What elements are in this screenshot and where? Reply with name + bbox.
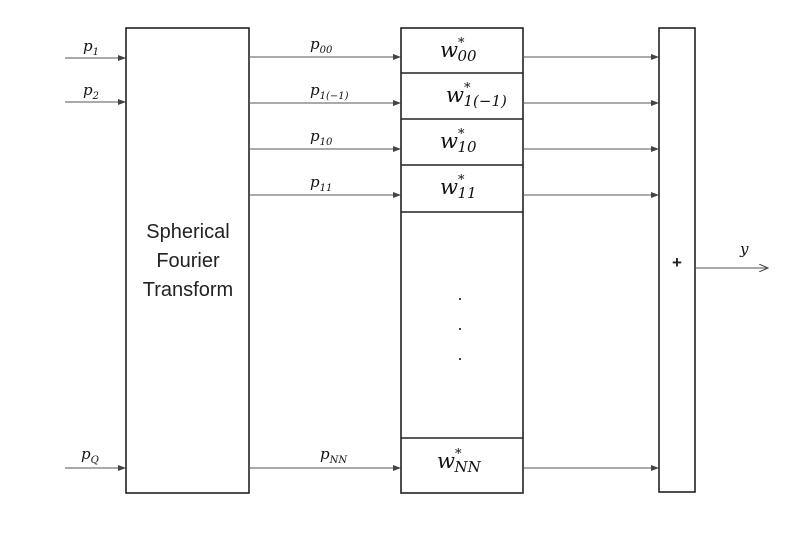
sft-label-line2: Fourier: [156, 250, 220, 272]
input-1-base: p: [83, 37, 93, 55]
weight-00-sup: *: [458, 36, 465, 51]
ellipsis-dot-2: .: [457, 314, 462, 334]
sft-label-line3: Transform: [143, 279, 233, 301]
coefficient-nn: pNN: [249, 445, 401, 471]
svg-text:p1: p1: [83, 37, 99, 58]
coefficient-10-base: p: [310, 127, 320, 145]
svg-text:p2: p2: [83, 81, 99, 102]
coefficient-11: p11: [249, 173, 401, 198]
weight-10-sub: 10: [457, 138, 477, 156]
input-2: p2: [65, 81, 126, 105]
weight-00-sub: 00: [457, 47, 477, 65]
coefficient-nn-base: p: [320, 445, 330, 463]
svg-text:p00: p00: [310, 35, 333, 56]
weight-1m1-sub: 1(−1): [463, 92, 507, 110]
coefficient-00-base: p: [310, 35, 320, 53]
output: y: [695, 240, 768, 268]
summer-block: +: [658, 27, 696, 493]
sft-box: [125, 27, 250, 494]
coefficient-1m1: p1(−1): [249, 81, 401, 106]
plus-sign: +: [672, 253, 682, 272]
input-1: p1: [65, 37, 126, 61]
ellipsis-dot-1: .: [457, 284, 462, 304]
coefficient-10-sub: 10: [320, 137, 333, 148]
weight-1m1: w*1(−1): [446, 81, 507, 110]
weight-11-sub: 11: [457, 184, 476, 202]
input-2-sub: 2: [92, 91, 99, 102]
weight-nn-sup: *: [455, 447, 462, 462]
svg-text:p10: p10: [310, 127, 333, 148]
weight-nn: w*NN: [437, 447, 482, 476]
svg-text:p11: p11: [310, 173, 332, 194]
input-2-base: p: [83, 81, 93, 99]
weight-1m1-base: w: [446, 83, 464, 107]
ellipsis-dot-3: .: [457, 344, 462, 364]
output-label: y: [739, 240, 749, 258]
input-q-base: p: [81, 445, 91, 463]
summer-box: [658, 27, 696, 493]
weight-10-sup: *: [458, 127, 465, 142]
coefficient-1m1-base: p: [310, 81, 320, 99]
weight-10: w*10: [440, 127, 477, 156]
coefficient-11-base: p: [310, 173, 320, 191]
sft-block: Spherical Fourier Transform: [125, 27, 250, 494]
weight-00: w*00: [440, 36, 477, 65]
weight-nn-sub: NN: [453, 458, 481, 476]
coefficient-nn-sub: NN: [329, 455, 349, 466]
input-1-sub: 1: [93, 47, 99, 58]
coefficient-00: p00: [249, 35, 401, 60]
weight-nn-base: w: [437, 449, 455, 473]
weight-11-sup: *: [458, 173, 465, 188]
coefficient-10: p10: [249, 127, 401, 152]
weight-10-base: w: [440, 129, 458, 153]
svg-text:pNN: pNN: [320, 445, 348, 466]
weight-column-frame: [400, 27, 524, 494]
svg-text:pQ: pQ: [81, 445, 99, 466]
weight-11-base: w: [440, 175, 458, 199]
coefficient-11-sub: 11: [320, 183, 333, 194]
weight-column: w*00 w*1(−1) w*10 w*11 w*NN . . .: [400, 27, 524, 494]
weight-1m1-sup: *: [464, 81, 471, 96]
weight-00-base: w: [440, 38, 458, 62]
input-q: pQ: [65, 445, 126, 471]
svg-text:p1(−1): p1(−1): [310, 81, 349, 102]
input-q-sub: Q: [91, 455, 99, 466]
sft-label-line1: Spherical: [146, 221, 229, 243]
weight-11: w*11: [440, 173, 477, 202]
coefficient-00-sub: 00: [320, 45, 333, 56]
coefficient-1m1-sub: 1(−1): [320, 91, 349, 102]
